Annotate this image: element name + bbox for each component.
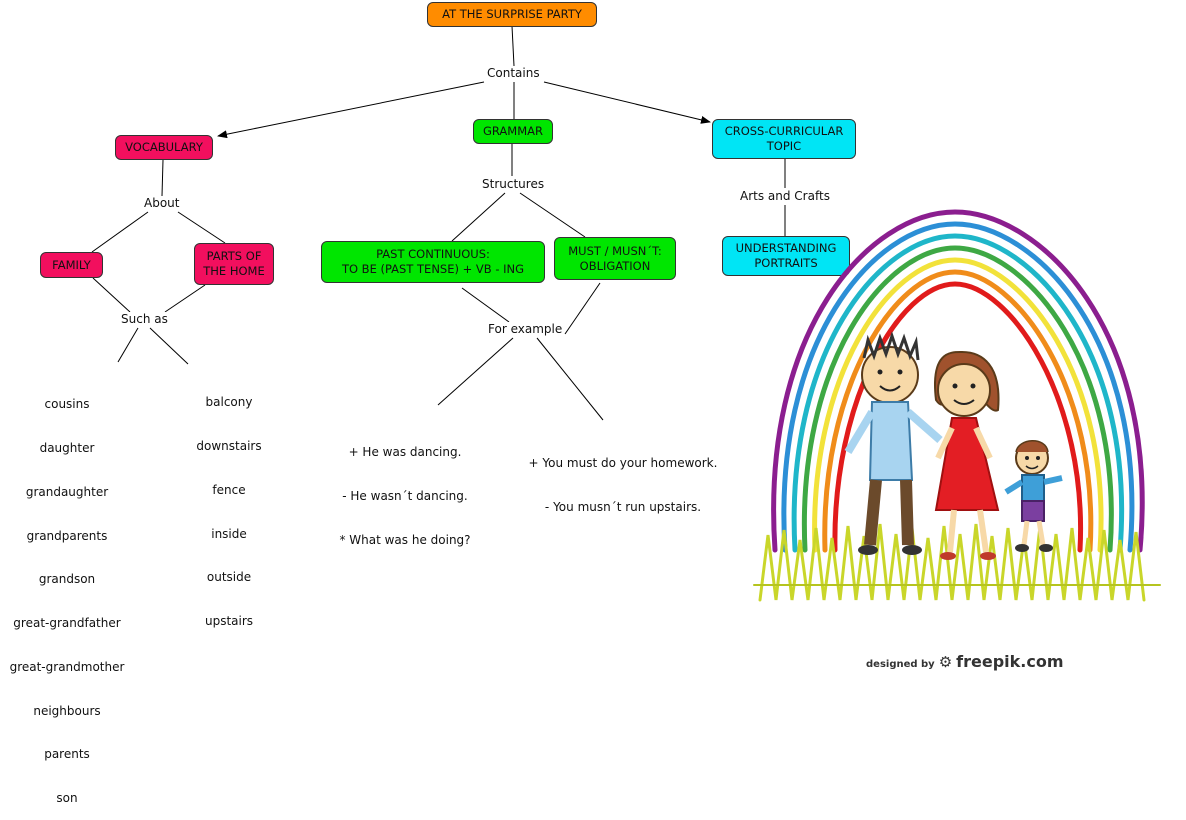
link-such-as: Such as [119,312,170,326]
root-node[interactable]: AT THE SURPRISE PARTY [427,2,597,27]
cross-curricular-node[interactable]: CROSS-CURRICULAR TOPIC [712,119,856,159]
arrow-to-vocabulary [217,81,485,139]
must-examples: + You must do your homework. - You musn´… [522,427,724,529]
line-past-forexample [461,287,510,323]
link-arts-and-crafts: Arts and Crafts [738,189,832,203]
list-item: neighbours [33,703,101,718]
list-item: outside [206,570,252,585]
rainbow-icon [771,209,1145,553]
father-figure-icon [844,331,943,555]
parts-of-home-line2: THE HOME [203,264,265,278]
family-node[interactable]: FAMILY [40,252,103,278]
understanding-portraits-node[interactable]: UNDERSTANDING PORTRAITS [722,236,850,276]
list-item: grandparents [26,528,108,543]
past-continuous-examples: + He was dancing. - He wasn´t dancing. *… [330,416,480,562]
rainbow-family-illustration [753,209,1161,602]
freepik-brand-text: freepik.com [956,652,1064,671]
grammar-label: GRAMMAR [482,124,543,138]
list-item: grandaughter [25,484,109,499]
parts-of-home-line1: PARTS OF [206,249,262,263]
list-item: balcony [205,395,253,410]
list-item: great-grandmother [9,659,125,674]
child-figure-icon [1004,440,1063,552]
grammar-node[interactable]: GRAMMAR [473,119,553,144]
past-continuous-line1: PAST CONTINUOUS: [376,247,490,261]
line-root-contains [511,25,515,67]
freepik-logo-icon: ⚙ [938,653,953,671]
list-item: - You musn´t run upstairs. [544,499,702,514]
line-structures-must [519,192,586,238]
list-item: parents [44,747,90,762]
must-line2: OBLIGATION [579,258,651,273]
portraits-line2: PORTRAITS [754,256,818,270]
list-item: * What was he doing? [339,532,471,547]
cross-curricular-label-line1: CROSS-CURRICULAR [724,124,844,138]
family-label: FAMILY [52,257,91,272]
line-forexample-past-ex [437,337,514,406]
portraits-line1: UNDERSTANDING [735,241,837,255]
list-item: upstairs [204,614,254,629]
past-continuous-node[interactable]: PAST CONTINUOUS: TO BE (PAST TENSE) + VB… [321,241,545,283]
line-about-family [91,211,149,253]
must-line1: MUST / MUSN´T: [568,243,662,258]
line-forexample-must-ex [536,337,604,421]
line-family-suchas [92,277,131,313]
list-item: inside [211,526,247,541]
link-contains: Contains [485,66,542,80]
line-vocab-about [161,159,164,197]
list-item: fence [212,482,246,497]
line-suchas-family-list [117,327,139,363]
connector-lines [91,25,786,421]
list-item: + He was dancing. [348,445,462,460]
arrow-to-cross-curricular [543,81,711,124]
line-structures-past [451,192,506,242]
list-item: - He wasn´t dancing. [342,488,468,503]
list-item: grandson [38,572,96,587]
parts-of-home-node[interactable]: PARTS OF THE HOME [194,243,274,285]
line-suchas-home-list [149,327,189,365]
home-word-list: balcony downstairs fence inside outside … [188,366,270,643]
line-parts-suchas [164,284,206,313]
root-label: AT THE SURPRISE PARTY [442,7,582,21]
mother-figure-icon [934,350,1000,560]
list-item: great-grandfather [13,616,121,631]
family-word-list: cousins daughter grandaughter grandparen… [6,368,128,820]
past-continuous-line2: TO BE (PAST TENSE) + VB - ING [341,262,525,276]
vocabulary-label: VOCABULARY [125,140,203,154]
list-item: + You must do your homework. [528,456,718,471]
list-item: downstairs [196,438,262,453]
line-about-parts [177,211,226,244]
designed-by-text: designed by [866,659,935,670]
link-about: About [142,196,182,210]
link-for-example: For example [486,322,565,336]
cross-curricular-label-line2: TOPIC [766,139,802,153]
grass-icon [753,523,1161,602]
link-structures: Structures [480,177,547,191]
must-obligation-node[interactable]: MUST / MUSN´T: OBLIGATION [554,237,676,280]
list-item: daughter [39,440,95,455]
line-must-forexample [564,282,601,335]
list-item: son [56,791,78,806]
list-item: cousins [44,397,90,412]
vocabulary-node[interactable]: VOCABULARY [115,135,213,160]
freepik-credit: designed by ⚙ freepik.com [866,652,1064,671]
